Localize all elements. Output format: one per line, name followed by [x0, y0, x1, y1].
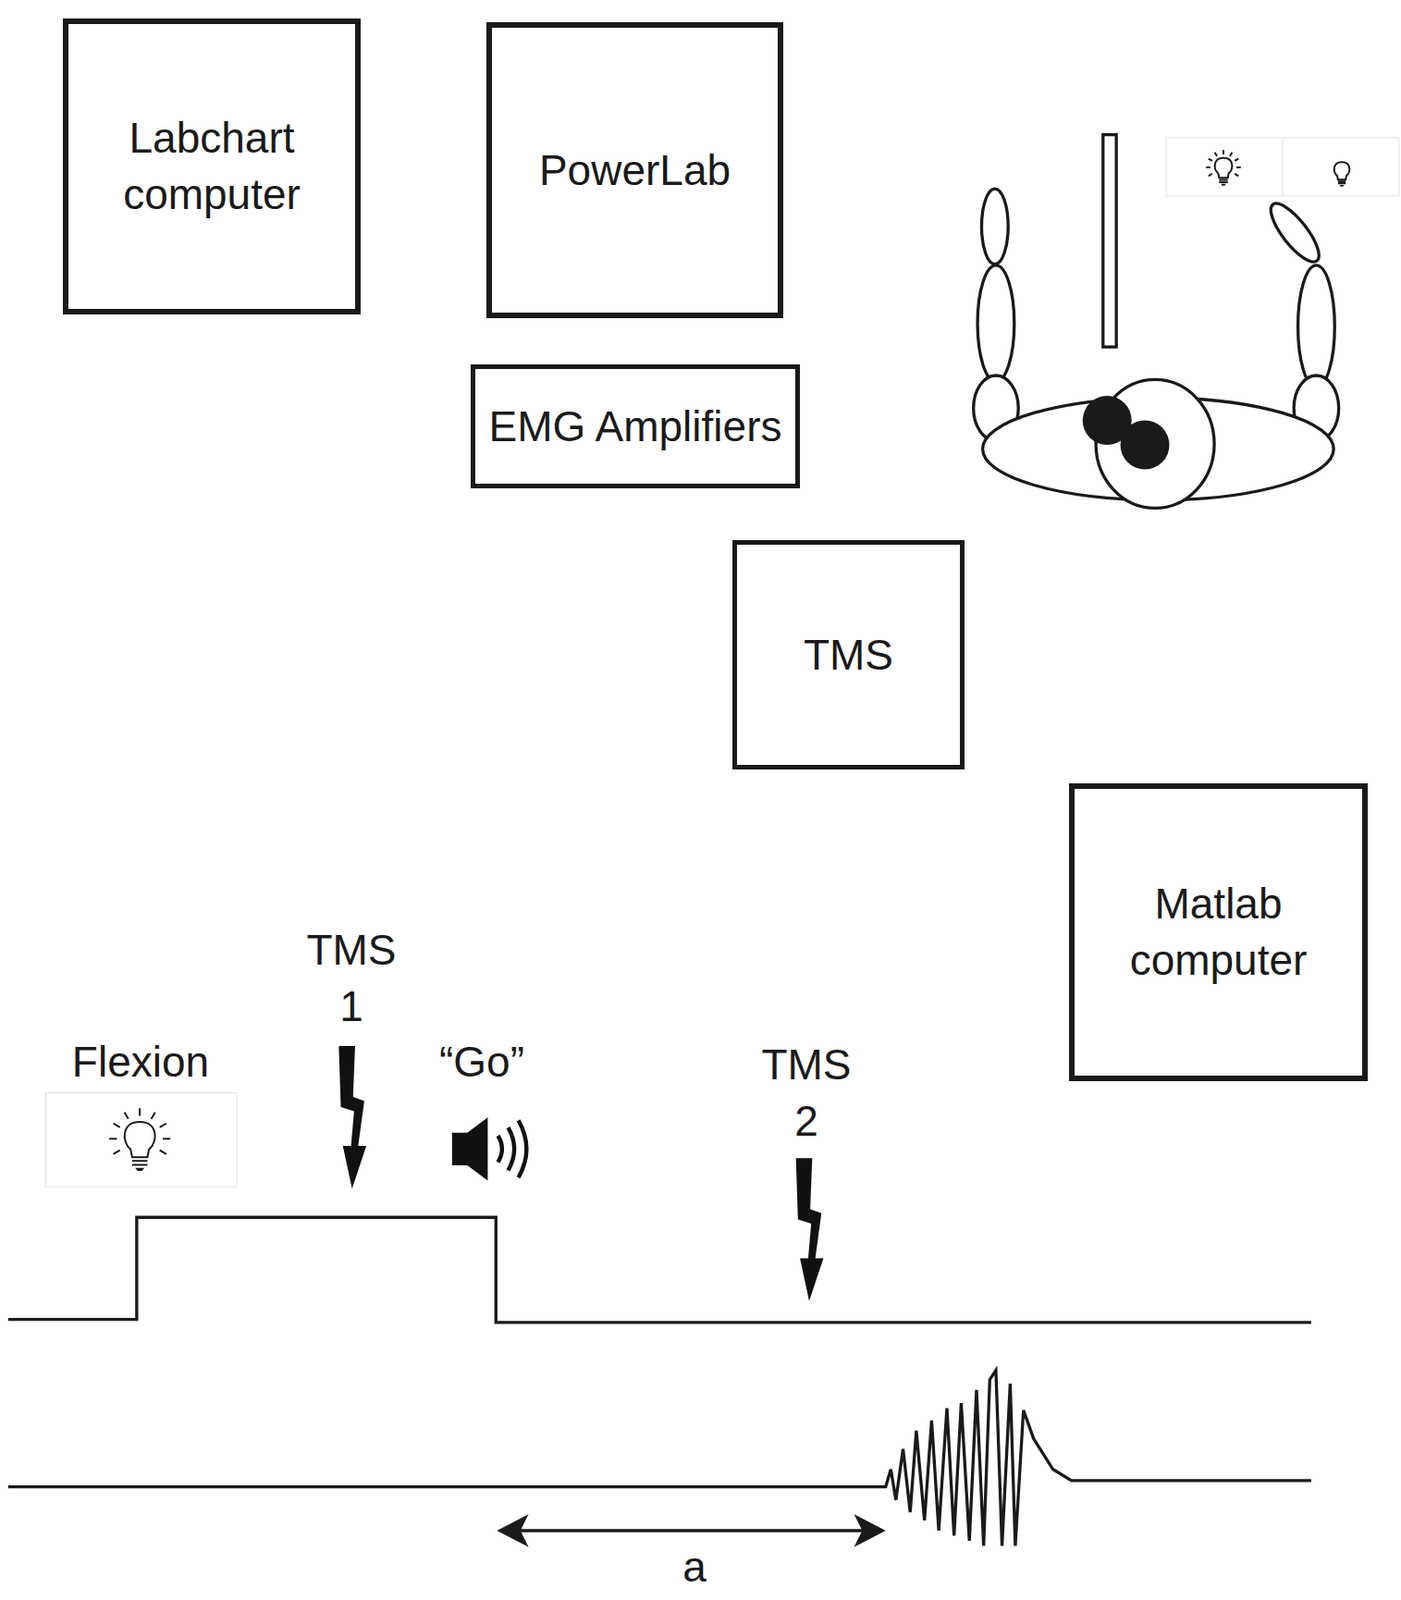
timeline-label: TMS 2	[761, 1036, 851, 1150]
emg-trace	[8, 1370, 1312, 1547]
amplifier-box: EMG Amplifiers	[470, 364, 800, 489]
device-box: PowerLab	[486, 22, 784, 319]
box-label: Matlab computer	[1089, 875, 1349, 989]
box-label: Labchart computer	[82, 110, 342, 223]
timeline-label: a	[682, 1538, 707, 1596]
divider-bar	[1103, 135, 1117, 347]
latency-arrow	[496, 1513, 885, 1547]
box-label: PowerLab	[539, 142, 731, 199]
computer-box: Matlab computer	[1069, 783, 1368, 1082]
flexion-light	[46, 1093, 237, 1188]
box-label: TMS	[803, 626, 894, 684]
timeline-label: TMS 1	[306, 921, 396, 1035]
flexion-signal	[8, 1216, 1312, 1323]
timeline-label: “Go”	[439, 1033, 525, 1091]
computer-box: Labchart computer	[62, 18, 361, 315]
timeline-label: Flexion	[72, 1033, 209, 1091]
box-label: EMG Amplifiers	[489, 398, 783, 455]
stimulator-box: TMS	[732, 540, 965, 770]
tms-pulse-symbol	[338, 1045, 367, 1189]
speaker-symbol	[452, 1117, 528, 1180]
tms-pulse-symbol	[796, 1157, 824, 1301]
indicator-lights	[1166, 137, 1400, 197]
